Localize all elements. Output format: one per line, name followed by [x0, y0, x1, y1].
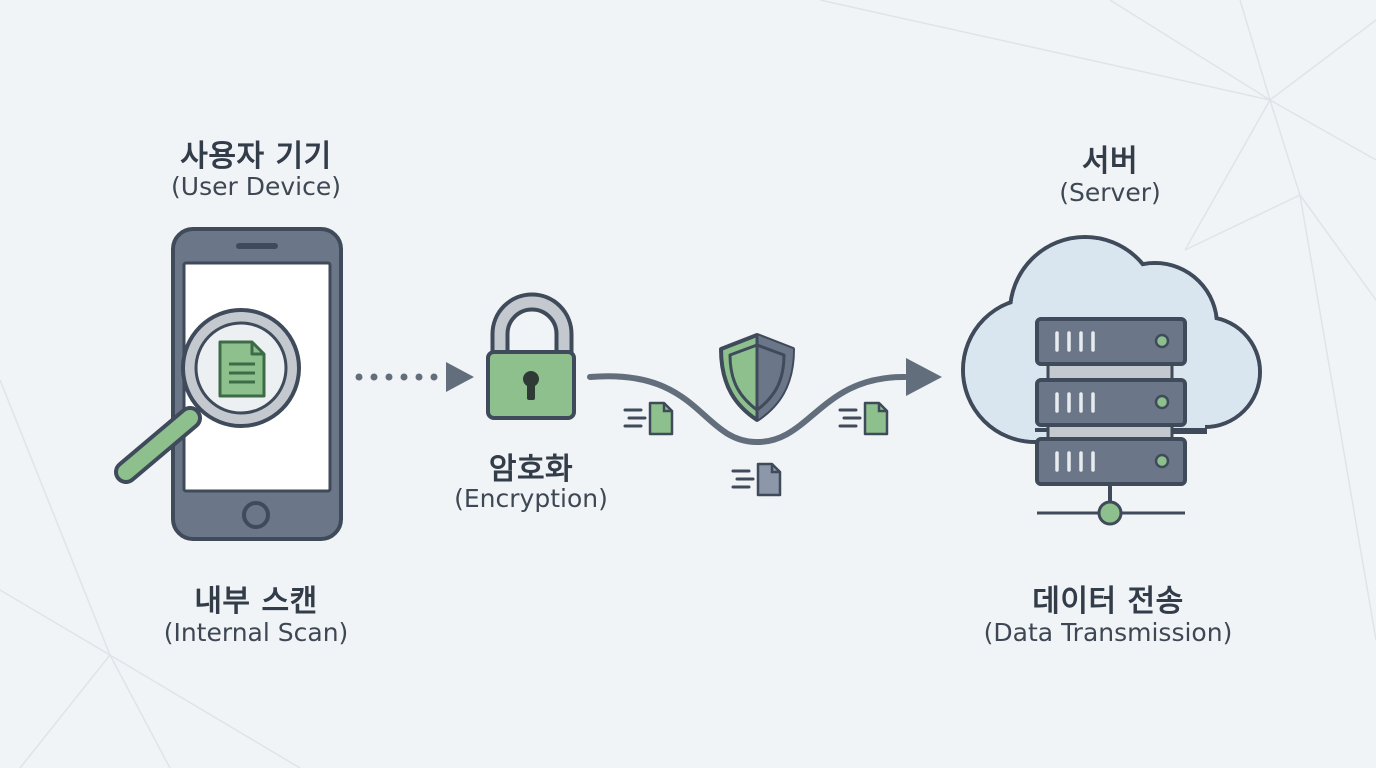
- internal-scan-subtitle: (Internal Scan): [163, 618, 349, 647]
- internal-scan-title: 내부 스캔: [194, 584, 318, 619]
- data-packet-icon: [838, 401, 889, 436]
- transmission-arrow-icon: [587, 358, 942, 446]
- encryption-subtitle: (Encryption): [454, 484, 608, 513]
- data-transmission-title: 데이터 전송: [1032, 584, 1184, 619]
- padlock-icon: [486, 292, 576, 420]
- shield-icon: [719, 333, 795, 422]
- encryption-title: 암호화: [488, 452, 574, 487]
- server-subtitle: (Server): [1059, 178, 1161, 207]
- document-icon: [218, 340, 266, 398]
- user-device-title: 사용자 기기: [180, 139, 332, 174]
- server-title: 서버: [1081, 144, 1139, 179]
- server-rack-icon: [1035, 317, 1187, 526]
- data-packet-icon: [731, 462, 782, 497]
- dotted-arrow-icon: [355, 362, 474, 392]
- data-packet-icon: [623, 401, 674, 436]
- data-transmission-subtitle: (Data Transmission): [983, 618, 1233, 647]
- user-device-subtitle: (User Device): [171, 172, 341, 201]
